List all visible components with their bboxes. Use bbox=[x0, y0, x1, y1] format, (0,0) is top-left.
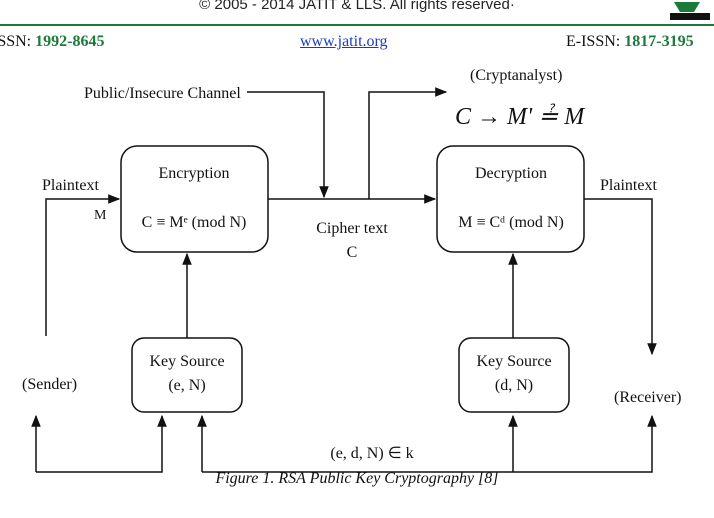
decryption-to-receiver-arrow bbox=[584, 198, 657, 356]
eissn-number: 1817-3195 bbox=[624, 33, 694, 50]
sender-to-encryption-arrow bbox=[45, 194, 121, 336]
key-distribution-left bbox=[36, 414, 167, 473]
ciphertext-label: Cipher text bbox=[316, 220, 388, 237]
plaintext-in-label: Plaintext bbox=[42, 177, 99, 194]
figure-caption: Figure 1. RSA Public Key Cryptography [8… bbox=[215, 470, 499, 487]
receiver-label: (Receiver) bbox=[614, 389, 682, 406]
public-channel-arrow bbox=[247, 91, 329, 199]
plaintext-out-label: Plaintext bbox=[600, 177, 657, 194]
header-divider bbox=[0, 24, 714, 26]
decryption-title: Decryption bbox=[475, 165, 547, 182]
key-source-right-title: Key Source bbox=[476, 353, 551, 370]
channel-label: Public/Insecure Channel bbox=[84, 85, 241, 102]
cryptanalyst-arrow bbox=[368, 87, 448, 199]
encryption-box bbox=[120, 145, 269, 253]
eissn: E-ISSN: 1817-3195 bbox=[566, 33, 694, 50]
ciphertext-var: C bbox=[347, 244, 358, 261]
key-set-label: (e, d, N) ∈ k bbox=[330, 445, 413, 462]
decryption-box bbox=[436, 145, 585, 253]
encryption-formula: C ≡ Mᵉ (mod N) bbox=[142, 214, 247, 231]
issn-number: 1992-8645 bbox=[35, 33, 105, 50]
sender-label: (Sender) bbox=[22, 376, 77, 393]
key-source-left-title: Key Source bbox=[149, 353, 224, 370]
cryptanalyst-formula: C → M' ≟ M bbox=[455, 103, 586, 130]
plaintext-in-var: M bbox=[94, 208, 107, 223]
key-distribution-right bbox=[202, 414, 657, 473]
encryption-title: Encryption bbox=[158, 165, 229, 182]
decryption-formula: M ≡ Cᵈ (mod N) bbox=[458, 214, 564, 231]
key-source-right-value: (d, N) bbox=[495, 377, 533, 394]
key-source-right-box bbox=[458, 337, 570, 413]
key-source-left-value: (e, N) bbox=[168, 377, 205, 394]
issn: ISSN: 1992-8645 bbox=[0, 33, 105, 50]
cryptanalyst-label: (Cryptanalyst) bbox=[470, 67, 562, 84]
key-source-left-box bbox=[131, 337, 243, 413]
jatit-logo-icon bbox=[670, 2, 710, 20]
copyright-notice: © 2005 - 2014 JATIT & LLS. All rights re… bbox=[199, 0, 515, 13]
website-link[interactable]: www.jatit.org bbox=[300, 33, 388, 50]
